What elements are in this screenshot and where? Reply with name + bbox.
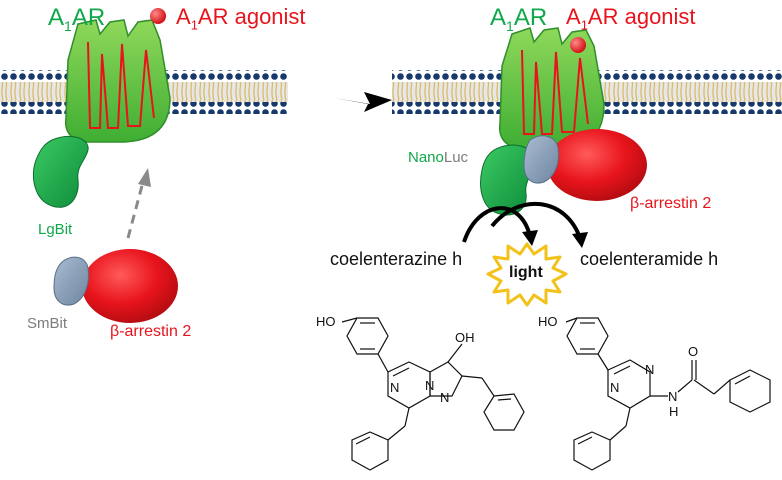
light-label: light xyxy=(509,264,543,281)
left-receptor-label: A1AR xyxy=(48,4,106,34)
cz-nitrogen-2: N xyxy=(425,378,434,393)
reaction-arrows xyxy=(462,201,588,248)
cz-hydroxyl-top: HO xyxy=(316,314,336,329)
right-arrestin-label: β-arrestin 2 xyxy=(630,195,712,212)
nanoluc-label: NanoLuc xyxy=(408,149,469,166)
right-agonist-label: A1AR agonist xyxy=(566,4,696,33)
right-receptor-label: A1AR xyxy=(490,4,548,34)
ca-nitrogen-1: N xyxy=(610,380,619,395)
dashed-approach-arrow xyxy=(126,168,151,239)
coelenteramide-structure xyxy=(565,317,771,471)
ca-amide-nitrogen: N xyxy=(668,389,677,404)
ca-hydroxyl-top: HO xyxy=(538,314,558,329)
coelenterazine-structure xyxy=(341,317,525,471)
left-arrestin-complex xyxy=(53,249,178,323)
left-receptor xyxy=(64,19,171,143)
ca-amide-hydrogen: H xyxy=(669,404,678,419)
cz-hydroxyl-right: OH xyxy=(455,330,475,345)
light-burst xyxy=(486,242,568,307)
left-agonist-label: A1AR agonist xyxy=(176,4,306,33)
nanoluc-complex xyxy=(480,129,647,216)
lgbit-fragment xyxy=(32,135,89,208)
cz-nitrogen-3: N xyxy=(440,390,449,405)
bound-agonist-dot xyxy=(570,37,586,53)
legend-agonist-dot xyxy=(150,8,166,24)
ca-nitrogen-2: N xyxy=(645,362,654,377)
ca-carbonyl-oxygen: O xyxy=(688,344,698,359)
product-label: coelenteramide h xyxy=(580,249,719,269)
cz-nitrogen-1: N xyxy=(390,380,399,395)
smbit-label: SmBit xyxy=(27,315,68,332)
transition-arrow xyxy=(334,92,392,112)
lgbit-label: LgBit xyxy=(38,221,73,238)
left-arrestin-label: β-arrestin 2 xyxy=(110,323,192,340)
substrate-label: coelenterazine h xyxy=(330,249,463,269)
